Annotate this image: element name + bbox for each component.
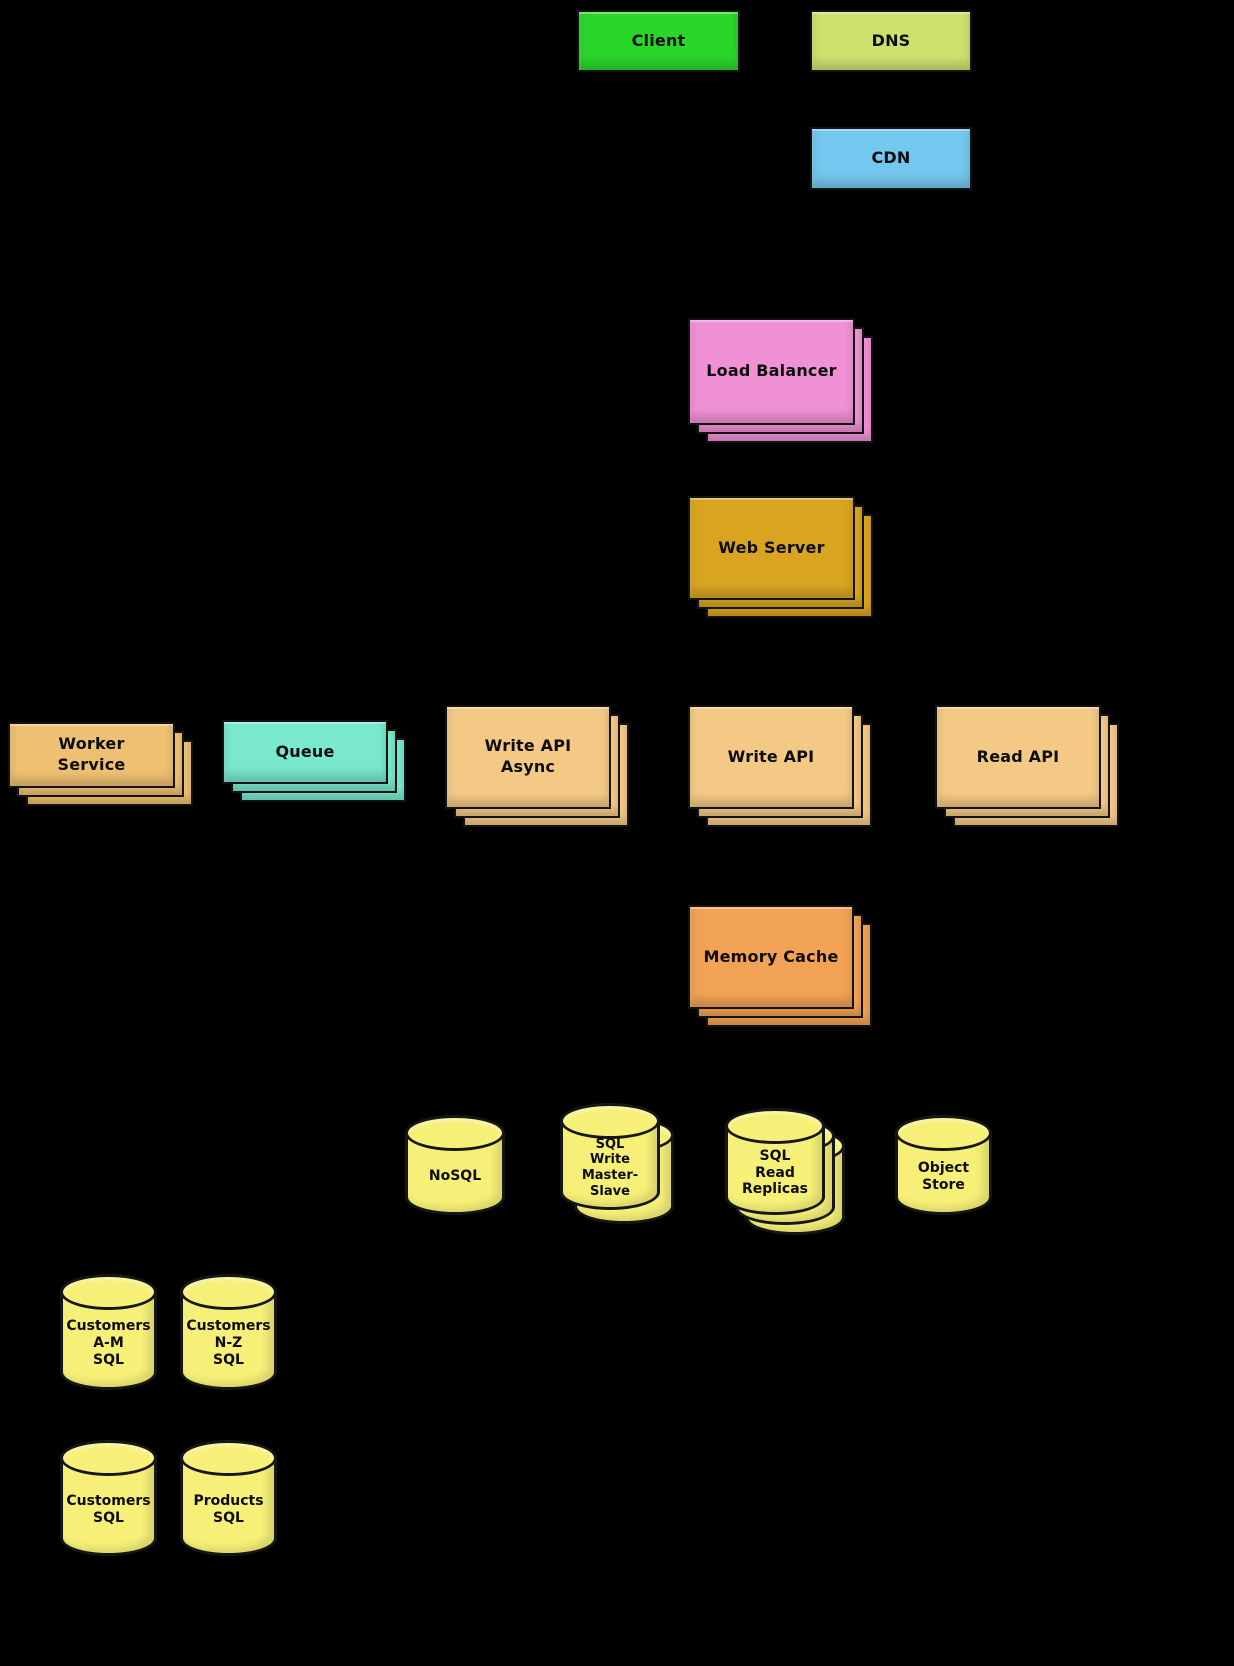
cylinder-top-ellipse <box>560 1103 660 1139</box>
products-sql-label: Products SQL <box>193 1492 264 1526</box>
worker-service-node: Worker Service <box>8 722 175 788</box>
client-node: Client <box>577 10 740 72</box>
read-api-node: Read API <box>935 705 1101 809</box>
dns-label: DNS <box>871 30 911 50</box>
memory-cache-node: Memory Cache <box>688 905 854 1009</box>
customers-am-sql-label: Customers A-M SQL <box>66 1318 151 1368</box>
queue-label: Queue <box>275 741 335 761</box>
sql-read-replicas-label: SQL Read Replicas <box>742 1147 808 1198</box>
cdn-label: CDN <box>871 148 911 168</box>
write-api-label: Write API <box>727 746 815 766</box>
worker-service-label: Worker Service <box>57 734 126 774</box>
web-server-node: Web Server <box>688 496 855 600</box>
object-store-label: Object Store <box>917 1159 970 1193</box>
write-api-async-node: Write API Async <box>445 705 611 809</box>
nosql-cylinder: NoSQL <box>405 1115 505 1215</box>
cylinder-top-ellipse <box>180 1274 277 1310</box>
cylinder-top-ellipse <box>60 1274 157 1310</box>
read-api-label: Read API <box>976 746 1060 766</box>
object-store-cylinder: Object Store <box>895 1115 992 1215</box>
dns-node: DNS <box>810 10 972 72</box>
memory-cache-label: Memory Cache <box>703 946 839 966</box>
write-api-node: Write API <box>688 705 854 809</box>
cylinder-top-ellipse <box>405 1115 505 1151</box>
customers-nz-sql-cylinder: Customers N-Z SQL <box>180 1274 277 1390</box>
write-api-async-label: Write API Async <box>484 736 572 776</box>
sql-write-master-slave-label: SQL Write Master- Slave <box>581 1136 639 1199</box>
load-balancer-node: Load Balancer <box>688 318 855 425</box>
cylinder-top-ellipse <box>60 1440 157 1476</box>
customers-nz-sql-label: Customers N-Z SQL <box>186 1318 271 1368</box>
sql-read-replicas-cylinder: SQL Read Replicas <box>725 1108 845 1235</box>
customers-sql-label: Customers SQL <box>66 1492 151 1526</box>
nosql-label: NoSQL <box>428 1168 482 1185</box>
web-server-label: Web Server <box>718 537 825 557</box>
cylinder-top-ellipse <box>895 1115 992 1151</box>
client-label: Client <box>631 30 686 50</box>
customers-am-sql-cylinder: Customers A-M SQL <box>60 1274 157 1390</box>
cylinder-top-ellipse <box>725 1108 825 1144</box>
sql-write-master-slave-cylinder: SQL Write Master- Slave <box>560 1103 674 1224</box>
products-sql-cylinder: Products SQL <box>180 1440 277 1556</box>
cdn-node: CDN <box>810 127 972 190</box>
queue-node: Queue <box>222 720 388 784</box>
cylinder-top-ellipse <box>180 1440 277 1476</box>
customers-sql-cylinder: Customers SQL <box>60 1440 157 1556</box>
load-balancer-label: Load Balancer <box>706 361 837 381</box>
